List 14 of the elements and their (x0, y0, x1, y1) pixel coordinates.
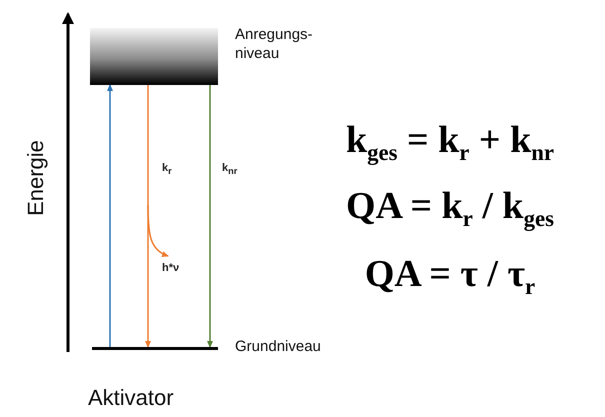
arrow (107, 84, 113, 347)
formula: QA = k$_{r}$ / k$_{ges}$ (345, 184, 555, 232)
level-label: Grundniveau (235, 338, 321, 357)
level-label: Anregungs- niveau (235, 26, 314, 64)
caption-label: Aktivator (88, 385, 174, 411)
edge-label: k$_{nr}$ (222, 162, 238, 176)
arrow (145, 85, 151, 348)
edge-label: k$_{r}$ (162, 162, 172, 176)
photon-label: h*ν (162, 262, 180, 274)
axis-label: Energie (22, 140, 49, 216)
arrow (147, 205, 169, 257)
formula: k$_{ges}$ = k$_{r}$ + k$_{nr}$ (344, 118, 556, 166)
arrow (207, 85, 213, 348)
formula: QA = τ / τ$_{r}$ (364, 252, 536, 300)
